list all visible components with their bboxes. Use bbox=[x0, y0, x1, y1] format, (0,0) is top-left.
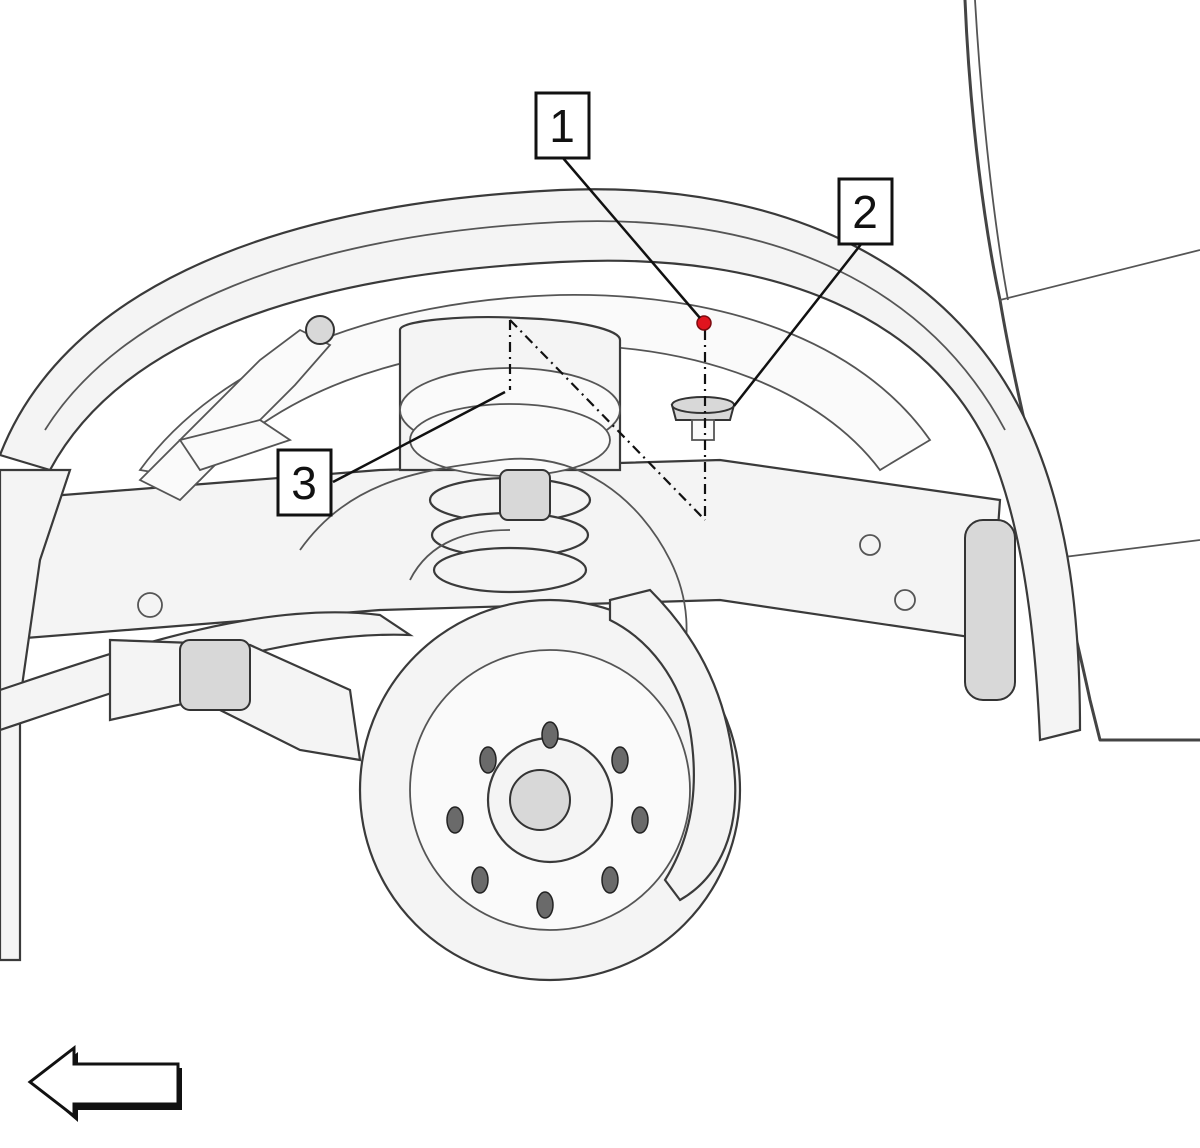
callout-3-label: 3 bbox=[291, 457, 317, 509]
wheel-studs bbox=[446, 721, 649, 919]
assembly-dash-lines bbox=[508, 319, 707, 521]
coil-spring bbox=[398, 316, 622, 594]
brake-line bbox=[299, 457, 688, 671]
red-dot-marker bbox=[696, 315, 712, 331]
callout-1-label: 1 bbox=[549, 100, 575, 152]
brake-caliper bbox=[608, 588, 737, 902]
callout-1: 1 bbox=[534, 91, 591, 160]
callout-2: 2 bbox=[837, 177, 894, 246]
lower-control-arm bbox=[108, 638, 362, 762]
shock-absorber bbox=[964, 519, 1016, 701]
arrow-left-icon bbox=[27, 1044, 182, 1122]
leader-lines bbox=[332, 157, 863, 484]
callout-2-label: 2 bbox=[852, 186, 878, 238]
brake-rotor bbox=[358, 598, 742, 982]
upper-link bbox=[138, 315, 335, 502]
jounce-bumper bbox=[670, 396, 736, 441]
callout-3: 3 bbox=[276, 448, 333, 517]
fender-flare bbox=[0, 188, 1082, 742]
